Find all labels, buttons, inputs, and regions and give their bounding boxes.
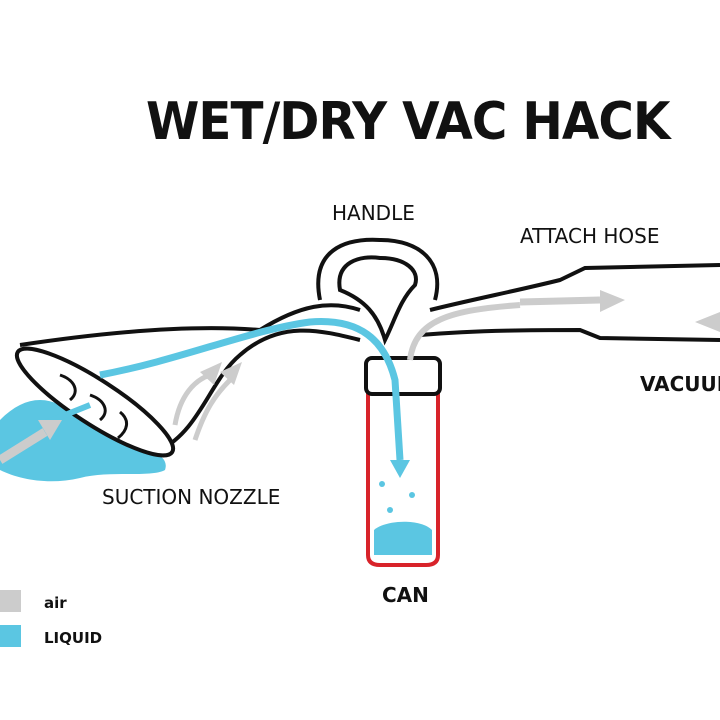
air-flow-arrow <box>519 296 601 306</box>
legend-air-swatch <box>0 590 21 612</box>
page-title: WET/DRY VAC HACK <box>146 92 670 152</box>
can-label: CAN <box>382 583 429 607</box>
attach-hose-label: ATTACH HOSE <box>520 224 660 248</box>
suction-nozzle <box>14 346 176 458</box>
handle-loop <box>316 237 440 346</box>
liquid-flow-arrow <box>99 318 404 461</box>
liquid-arrowhead <box>390 460 410 478</box>
air-flow-arrow <box>407 302 521 361</box>
legend-liquid-label: LIQUID <box>44 629 103 647</box>
droplet <box>379 481 385 487</box>
attach-hose <box>419 263 720 342</box>
air-arrowhead <box>200 362 222 385</box>
vacuum-label: VACUUM <box>640 372 720 396</box>
droplet <box>387 507 393 513</box>
legend-air-label: air <box>44 594 67 612</box>
can-liquid <box>374 521 432 555</box>
air-arrowhead <box>695 312 720 332</box>
droplet <box>409 492 415 498</box>
can-lid <box>364 356 442 396</box>
nozzle-ribs <box>59 373 128 440</box>
nozzle-tube <box>19 303 361 452</box>
suction-nozzle-label: SUCTION NOZZLE <box>102 485 281 509</box>
legend-liquid-swatch <box>0 625 21 647</box>
air-arrowhead <box>220 362 242 385</box>
air-flow-arrow <box>0 428 48 464</box>
air-arrowhead <box>600 290 625 312</box>
air-arrowhead <box>38 420 62 440</box>
handle-label: HANDLE <box>332 201 415 225</box>
